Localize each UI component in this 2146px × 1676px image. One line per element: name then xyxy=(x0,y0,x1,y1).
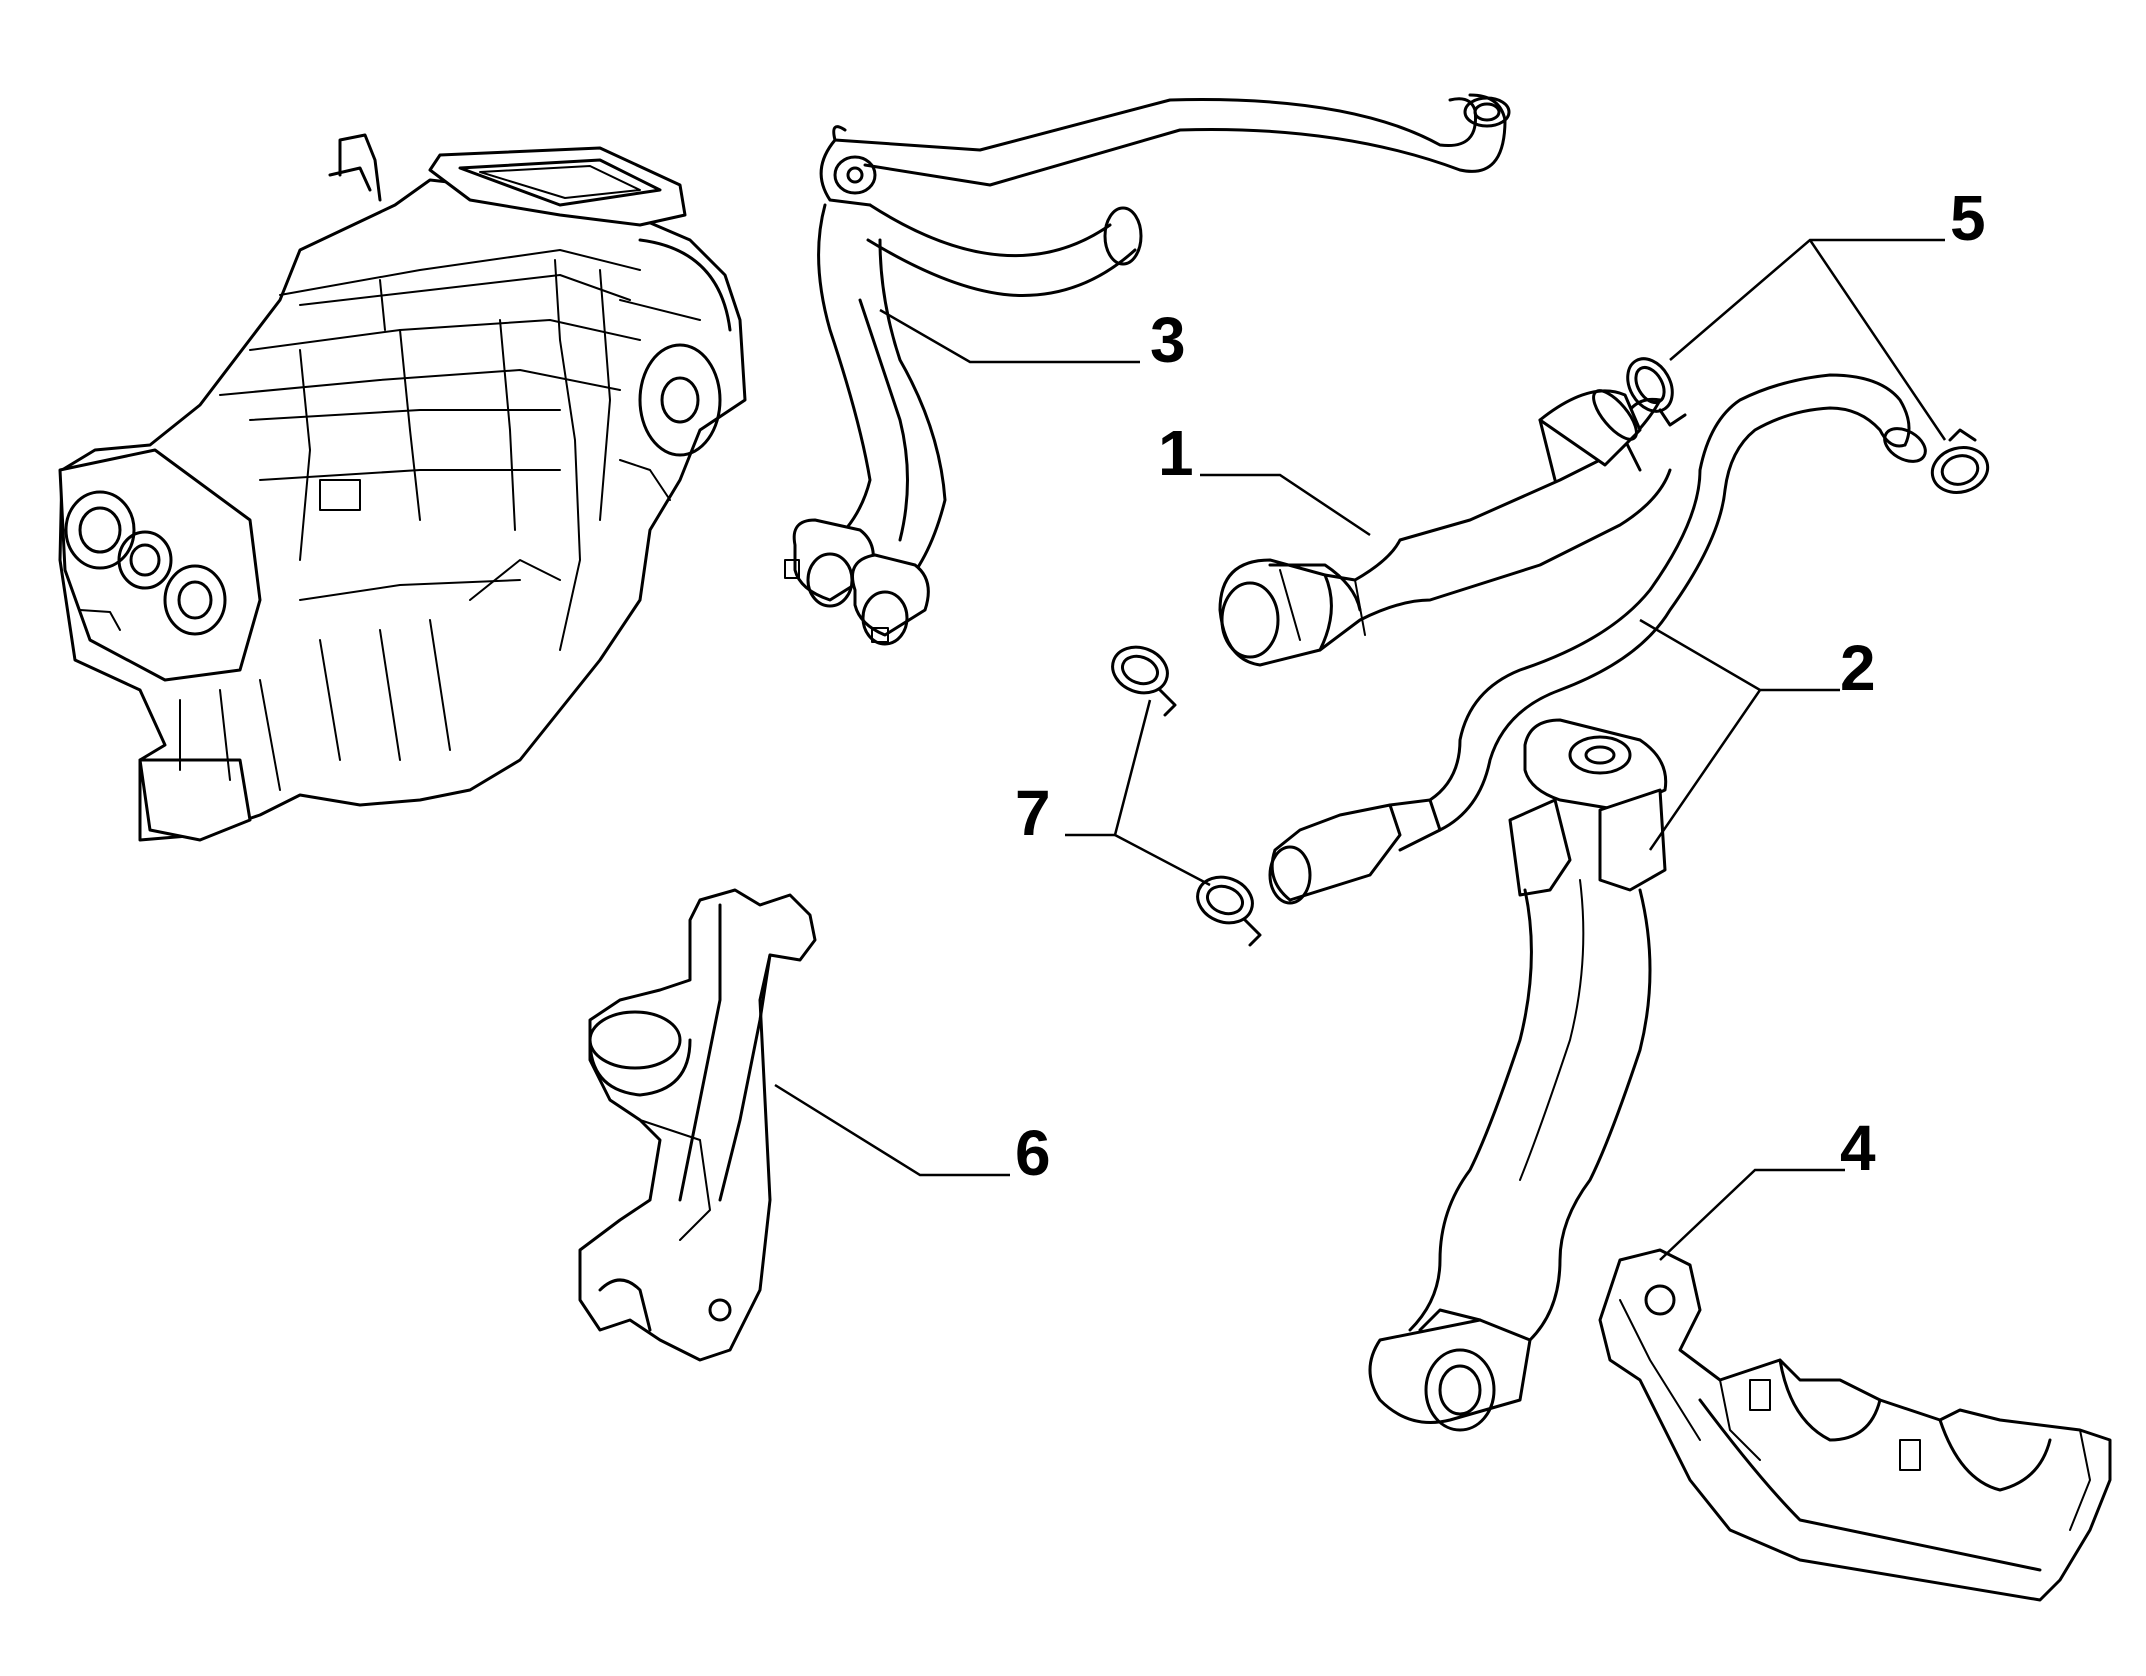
part-5-hose-clamps xyxy=(1626,357,1990,494)
heater-unit-assembly xyxy=(58,133,747,842)
part-6-bracket xyxy=(578,888,817,1362)
callout-1: 1 xyxy=(1158,417,1194,489)
part-7-hose-clamps xyxy=(1111,645,1262,947)
leader-line-2 xyxy=(1639,618,1840,692)
callout-3: 3 xyxy=(1150,304,1186,376)
part-2-lower-hose xyxy=(1368,718,1668,1432)
leader-line-4 xyxy=(1659,1168,1845,1261)
leader-line-5b xyxy=(1808,239,1947,441)
leader-line-5 xyxy=(1669,238,1945,361)
leader-lines xyxy=(774,238,1947,1261)
callout-5: 5 xyxy=(1950,182,1986,254)
leader-line-3 xyxy=(879,308,1140,364)
part-3-heater-hose xyxy=(784,93,1511,646)
callout-labels: 1 2 3 4 5 6 7 xyxy=(1015,182,1986,1189)
leader-line-7b xyxy=(1114,833,1211,887)
leader-line-6 xyxy=(774,1083,1010,1177)
part-4-bracket xyxy=(1598,1248,2112,1602)
leader-line-1 xyxy=(1200,473,1371,537)
leader-line-7 xyxy=(1065,699,1152,837)
callout-4: 4 xyxy=(1840,1112,1876,1184)
callout-2: 2 xyxy=(1840,632,1876,704)
callout-7: 7 xyxy=(1015,777,1051,849)
part-2-coolant-hose xyxy=(1268,373,1927,905)
leader-line-2b xyxy=(1648,689,1762,851)
part-1-coolant-hose xyxy=(1218,389,1672,667)
callout-6: 6 xyxy=(1015,1117,1051,1189)
